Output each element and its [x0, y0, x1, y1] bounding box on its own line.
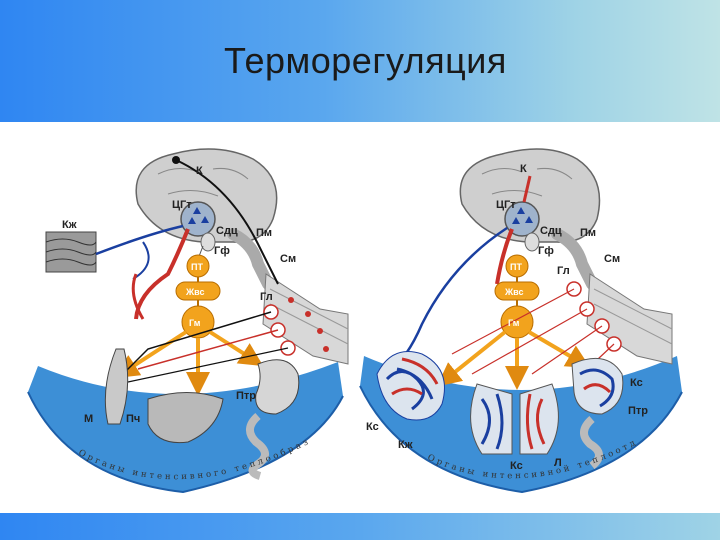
- label-gm: Гм: [189, 318, 201, 328]
- diagram-right-svg: К ЦГт Сдц Гф Пм См ПТ Жвс Гм Гл Кс Птр К…: [348, 117, 683, 494]
- label-gl: Гл: [557, 265, 570, 277]
- diagram-heat-loss: К ЦГт Сдц Гф Пм См ПТ Жвс Гм Гл Кс Птр К…: [348, 117, 696, 504]
- label-sm: См: [604, 253, 620, 265]
- page-title: Терморегуляция: [224, 40, 507, 81]
- label-cgt: ЦГт: [496, 199, 516, 211]
- brain: [135, 148, 278, 243]
- label-kzh: Кж: [398, 439, 413, 451]
- label-k: К: [520, 163, 527, 175]
- label-zhvs: Жвс: [185, 287, 204, 297]
- brain: [459, 148, 601, 243]
- label-gf: Гф: [214, 245, 230, 257]
- skin-icon: [45, 231, 97, 273]
- liver-icon: [147, 392, 224, 444]
- muscle-icon: [104, 348, 129, 425]
- label-gl: Гл: [260, 291, 273, 303]
- label-ks-right: Кс: [630, 377, 643, 389]
- label-k: К: [196, 165, 203, 177]
- label-pt: ПТ: [191, 262, 203, 272]
- stomach-icon: [255, 359, 300, 415]
- label-ptr: Птр: [628, 405, 648, 417]
- label-m: М: [84, 413, 93, 425]
- footer-banner: [0, 513, 720, 540]
- diagram-heat-production: К ЦГт Сдц Гф Пм См ПТ Жвс Гм Гл Кж М Пч …: [4, 117, 352, 504]
- label-pm: Пм: [580, 227, 596, 239]
- label-kzh: Кж: [62, 219, 77, 231]
- lung-vessels-icon: [470, 383, 559, 455]
- label-ks-left: Кс: [366, 421, 379, 433]
- label-l: Л: [554, 457, 562, 469]
- label-gm: Гм: [508, 318, 520, 328]
- diagram-left-svg: К ЦГт Сдц Гф Пм См ПТ Жвс Гм Гл Кж М Пч …: [4, 117, 349, 494]
- hypothalamus: [504, 201, 540, 237]
- label-sm: См: [280, 253, 296, 265]
- label-ks-bottom: Кс: [510, 460, 523, 472]
- label-sdc: Сдц: [216, 225, 238, 237]
- label-zhvs: Жвс: [504, 287, 523, 297]
- gut-vessels-icon: [571, 357, 624, 470]
- label-ptr: Птр: [236, 390, 256, 402]
- header-banner: [0, 0, 720, 122]
- label-pt: ПТ: [510, 262, 522, 272]
- label-gf: Гф: [538, 245, 554, 257]
- label-pch: Пч: [126, 413, 140, 425]
- label-cgt: ЦГт: [172, 199, 192, 211]
- hypothalamus: [180, 201, 216, 237]
- label-pm: Пм: [256, 227, 272, 239]
- label-sdc: Сдц: [540, 225, 562, 237]
- skin-vessels-icon: [376, 351, 445, 421]
